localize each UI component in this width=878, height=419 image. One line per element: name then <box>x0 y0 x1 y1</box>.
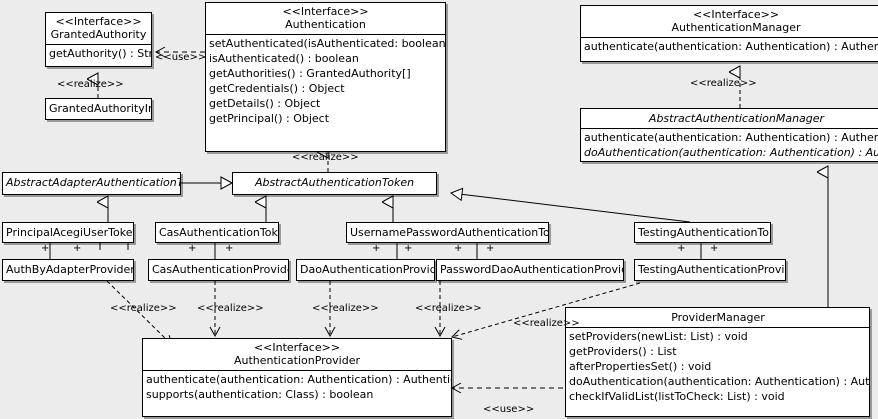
class-name-label: PasswordDaoAuthenticationProvider <box>440 263 623 276</box>
class-name-label: GrantedAuthorityImpl <box>49 102 151 115</box>
member-item: isAuthenticated() : boolean <box>209 52 359 65</box>
class-box-authentication[interactable]: <<Interface>> Authentication setAuthenti… <box>205 2 446 152</box>
association-marker-plus: + <box>710 243 719 254</box>
class-box-principal-acegi-user-token[interactable]: PrincipalAcegiUserToken <box>2 222 134 243</box>
stereotype-label: <<Interface>> <box>692 8 780 21</box>
class-name-label: TestingAuthenticationProvider <box>638 263 785 276</box>
class-box-dao-authentication-provider[interactable]: DaoAuthenticationProvider <box>296 259 435 281</box>
edge-label-realize-cas-authentication-provider: <<realize>> <box>197 303 264 314</box>
member-item: setProviders(newList: List) : void <box>569 330 748 343</box>
member-item: getPrincipal() : Object <box>209 112 330 125</box>
class-box-abstract-adapter-authentication-token[interactable]: AbstractAdapterAuthenticationToken <box>2 172 181 195</box>
class-header-granted-authority: <<Interface>> GrantedAuthority <box>46 13 151 44</box>
class-name-label: AuthByAdapterProvider <box>6 263 133 276</box>
member-item: authenticate(authentication: Authenticat… <box>146 373 451 386</box>
edge-label-realize-dao-authentication-provider: <<realize>> <box>312 303 379 314</box>
association-marker-plus: + <box>454 243 463 254</box>
class-box-provider-manager[interactable]: ProviderManager setProviders(newList: Li… <box>565 307 870 417</box>
edge-label-realize-abstract-authentication-manager: <<realize>> <box>690 78 757 89</box>
class-box-username-password-authentication-token[interactable]: UsernamePasswordAuthenticationToken <box>346 222 549 243</box>
class-name-label: CasAuthenticationToken <box>159 226 278 239</box>
class-header-abstract-authentication-manager: AbstractAuthenticationManager <box>581 109 878 128</box>
class-box-password-dao-authentication-provider[interactable]: PasswordDaoAuthenticationProvider <box>436 259 624 281</box>
member-item: authenticate(authentication: Authenticat… <box>584 131 878 144</box>
member-item: getDetails() : Object <box>209 97 321 110</box>
member-item: doAuthentication(authentication: Authent… <box>584 146 878 159</box>
class-name-label: DaoAuthenticationProvider <box>300 263 434 276</box>
member-list: authenticate(authentication: Authenticat… <box>581 128 878 162</box>
stereotype-label: <<Interface>> <box>253 341 341 354</box>
association-marker-plus: + <box>73 243 82 254</box>
class-name-label: ProviderManager <box>671 311 765 324</box>
member-item: doAuthentication(authentication: Authent… <box>569 375 869 388</box>
class-name-label: UsernamePasswordAuthenticationToken <box>350 226 548 239</box>
edge-label-realize-testing-authentication-provider: <<realize>> <box>513 318 580 329</box>
association-marker-plus: + <box>225 243 234 254</box>
class-header-authentication-provider: <<Interface>> AuthenticationProvider <box>143 339 451 370</box>
association-marker-plus: + <box>486 243 495 254</box>
association-marker-plus: + <box>404 243 413 254</box>
class-box-authentication-provider[interactable]: <<Interface>> AuthenticationProvider aut… <box>142 338 452 417</box>
association-marker-plus: + <box>188 243 197 254</box>
association-marker-plus: + <box>372 243 381 254</box>
class-box-auth-by-adapter-provider[interactable]: AuthByAdapterProvider <box>2 259 134 281</box>
class-name-label: TestingAuthenticationToken <box>638 226 770 239</box>
stereotype-label: <<Interface>> <box>282 5 369 18</box>
member-list: setAuthenticated(isAuthenticated: boolea… <box>206 34 445 128</box>
edge-label-realize-auth-by-adapter-provider: <<realize>> <box>110 303 177 314</box>
class-box-abstract-authentication-manager[interactable]: AbstractAuthenticationManager authentica… <box>580 108 878 162</box>
class-name-label: PrincipalAcegiUserToken <box>6 226 133 239</box>
class-box-testing-authentication-token[interactable]: TestingAuthenticationToken <box>634 222 771 243</box>
edge-label-use-granted-authority: <<use>> <box>155 52 207 63</box>
member-item: getAuthority() : String <box>49 47 151 60</box>
edge-label-realize-password-dao-authentication-provider: <<realize>> <box>415 303 482 314</box>
member-list: getAuthority() : String <box>46 44 151 63</box>
edge-label-use-provider-manager: <<use>> <box>483 404 535 415</box>
class-name-label: Authentication <box>285 18 366 31</box>
class-box-authentication-manager[interactable]: <<Interface>> AuthenticationManager auth… <box>580 5 878 62</box>
class-box-testing-authentication-provider[interactable]: TestingAuthenticationProvider <box>634 259 786 281</box>
member-item: getCredentials() : Object <box>209 82 345 95</box>
edge-label-realize-abstract-authentication-token: <<realize>> <box>292 152 359 163</box>
member-item: supports(authentication: Class) : boolea… <box>146 388 374 401</box>
member-item: afterPropertiesSet() : void <box>569 360 712 373</box>
class-box-granted-authority[interactable]: <<Interface>> GrantedAuthority getAuthor… <box>45 12 152 67</box>
member-item: checkIfValidList(listToCheck: List) : vo… <box>569 390 785 403</box>
association-marker-plus: + <box>677 243 686 254</box>
class-header-authentication: <<Interface>> Authentication <box>206 3 445 34</box>
member-list: authenticate(authentication: Authenticat… <box>143 370 451 404</box>
class-box-cas-authentication-provider[interactable]: CasAuthenticationProvider <box>148 259 289 281</box>
member-item: getAuthorities() : GrantedAuthority[] <box>209 67 411 80</box>
class-box-cas-authentication-token[interactable]: CasAuthenticationToken <box>155 222 279 243</box>
member-list: setProviders(newList: List) : void getPr… <box>566 327 869 406</box>
member-item: setAuthenticated(isAuthenticated: boolea… <box>209 37 445 50</box>
class-name-label: CasAuthenticationProvider <box>152 263 288 276</box>
class-name-label: AuthenticationProvider <box>233 354 361 367</box>
edge-label-realize-granted-authority-impl: <<realize>> <box>57 79 124 90</box>
class-header-provider-manager: ProviderManager <box>566 308 869 327</box>
member-list: authenticate(authentication: Authenticat… <box>581 37 878 56</box>
association-marker-plus: + <box>41 243 50 254</box>
class-header-authentication-manager: <<Interface>> AuthenticationManager <box>581 6 878 37</box>
class-box-granted-authority-impl[interactable]: GrantedAuthorityImpl <box>45 98 152 120</box>
class-name-label: AbstractAuthenticationToken <box>254 176 415 189</box>
class-name-label: AbstractAuthenticationManager <box>648 112 825 125</box>
class-name-label: GrantedAuthority <box>50 28 147 41</box>
member-item: getProviders() : List <box>569 345 677 358</box>
stereotype-label: <<Interface>> <box>55 15 142 28</box>
class-name-label: AuthenticationManager <box>671 21 801 34</box>
class-box-abstract-authentication-token[interactable]: AbstractAuthenticationToken <box>232 172 437 195</box>
member-item: authenticate(authentication: Authenticat… <box>584 40 878 53</box>
class-name-label: AbstractAdapterAuthenticationToken <box>6 176 180 189</box>
